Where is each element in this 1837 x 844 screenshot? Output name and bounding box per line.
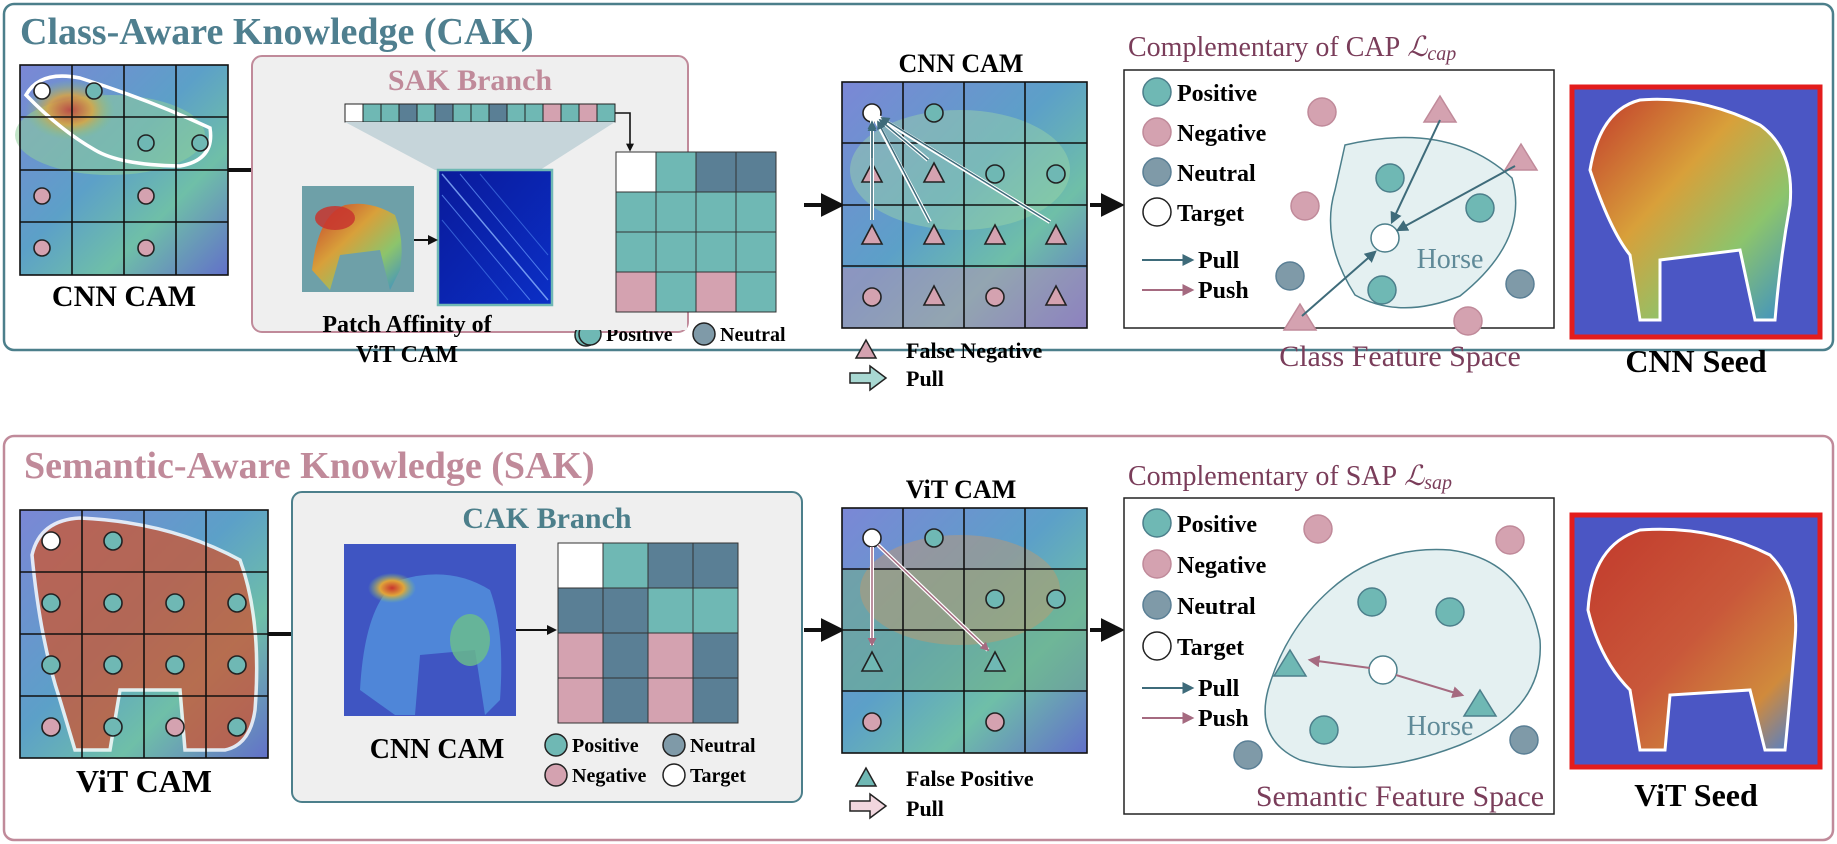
- top-left-cam: [15, 64, 229, 276]
- svg-text:Neutral: Neutral: [1177, 161, 1256, 187]
- svg-text:Target: Target: [1177, 635, 1244, 661]
- pull-label: Pull: [906, 366, 944, 391]
- positive-marker: [85, 82, 103, 100]
- semantic-feature-points: [1233, 514, 1539, 770]
- bottom-branch-legend: Positive Neutral Negative Target: [544, 733, 756, 787]
- top-horse-label: Horse: [1417, 244, 1484, 275]
- bottom-left-cam: [19, 509, 269, 759]
- bottom-affinity-grid: [557, 542, 739, 724]
- top-left-cam-label: CNN CAM: [52, 280, 196, 313]
- negative-marker: [33, 239, 51, 257]
- svg-text:Negative: Negative: [1177, 121, 1267, 147]
- vit-seed-label: ViT Seed: [1634, 777, 1758, 813]
- positive-marker: [191, 134, 209, 152]
- bottom-panel-title: Semantic-Aware Knowledge (SAK): [24, 445, 595, 487]
- svg-text:Positive: Positive: [606, 324, 673, 346]
- false-positive-label: False Positive: [906, 766, 1034, 791]
- top-mid-cam-title: CNN CAM: [899, 49, 1024, 78]
- svg-text:Pull: Pull: [1198, 248, 1240, 274]
- semantic-feature-space-label: Semantic Feature Space: [1256, 780, 1544, 813]
- negative-marker: [137, 187, 155, 205]
- svg-text:Positive: Positive: [1177, 81, 1257, 107]
- negative-marker: [137, 239, 155, 257]
- patch-affinity-label-2: ViT CAM: [356, 342, 458, 368]
- cak-branch-title: CAK Branch: [462, 502, 631, 535]
- target-marker: [33, 82, 51, 100]
- negative-marker: [33, 187, 51, 205]
- cnn-seed-label: CNN Seed: [1625, 343, 1767, 379]
- pull-label-bottom: Pull: [906, 796, 944, 821]
- patch-affinity-label: Patch Affinity of: [322, 312, 492, 338]
- top-mid-cam: [841, 81, 1088, 329]
- token-bar: [344, 103, 616, 123]
- bottom-legend: Positive Negative Neutral Target Pull Pu…: [1142, 508, 1267, 732]
- sak-branch-title: SAK Branch: [388, 64, 553, 97]
- svg-text:Positive: Positive: [572, 735, 639, 757]
- cnn-seed-image: [1569, 84, 1823, 340]
- bottom-mid-cam: [841, 507, 1088, 754]
- bottom-mid-cam-title: ViT CAM: [906, 475, 1017, 504]
- positive-marker: [137, 134, 155, 152]
- svg-text:Neutral: Neutral: [690, 735, 756, 757]
- affinity-grid: [615, 151, 777, 313]
- top-comp-title: Complementary of CAP ℒcap: [1128, 32, 1456, 65]
- vit-seed-image: [1569, 512, 1823, 770]
- bottom-horse-label: Horse: [1407, 711, 1474, 742]
- cnn-cam-branch-label: CNN CAM: [370, 734, 505, 765]
- svg-text:Target: Target: [690, 765, 746, 787]
- svg-text:Push: Push: [1198, 706, 1249, 732]
- svg-text:Target: Target: [1177, 201, 1244, 227]
- class-feature-points: [1275, 94, 1539, 336]
- cnn-cam-thumbnail: [344, 544, 516, 716]
- pull-arrow-icon-bottom: [849, 792, 888, 820]
- false-positive-legend-icon: [854, 766, 878, 787]
- class-feature-space-label: Class Feature Space: [1279, 340, 1521, 373]
- svg-text:Negative: Negative: [1177, 553, 1267, 579]
- svg-text:Negative: Negative: [572, 765, 647, 787]
- top-legend: Positive Negative Neutral Target Pull Pu…: [1142, 77, 1267, 304]
- svg-text:Neutral: Neutral: [1177, 594, 1256, 620]
- svg-text:Neutral: Neutral: [720, 324, 786, 346]
- bottom-comp-title: Complementary of SAP ℒsap: [1128, 461, 1452, 494]
- attention-matrix-image: [436, 168, 554, 307]
- vit-cam-thumbnail: [302, 186, 414, 292]
- svg-text:Positive: Positive: [1177, 512, 1257, 538]
- false-negative-legend-icon: [854, 338, 878, 359]
- pull-arrow-icon: [849, 364, 888, 392]
- false-negative-label: False Negative: [906, 338, 1042, 363]
- top-panel-title: Class-Aware Knowledge (CAK): [20, 11, 534, 53]
- projection-funnel: [345, 122, 615, 170]
- bottom-left-cam-label: ViT CAM: [76, 763, 212, 799]
- svg-text:Pull: Pull: [1198, 676, 1240, 702]
- svg-text:Push: Push: [1198, 278, 1249, 304]
